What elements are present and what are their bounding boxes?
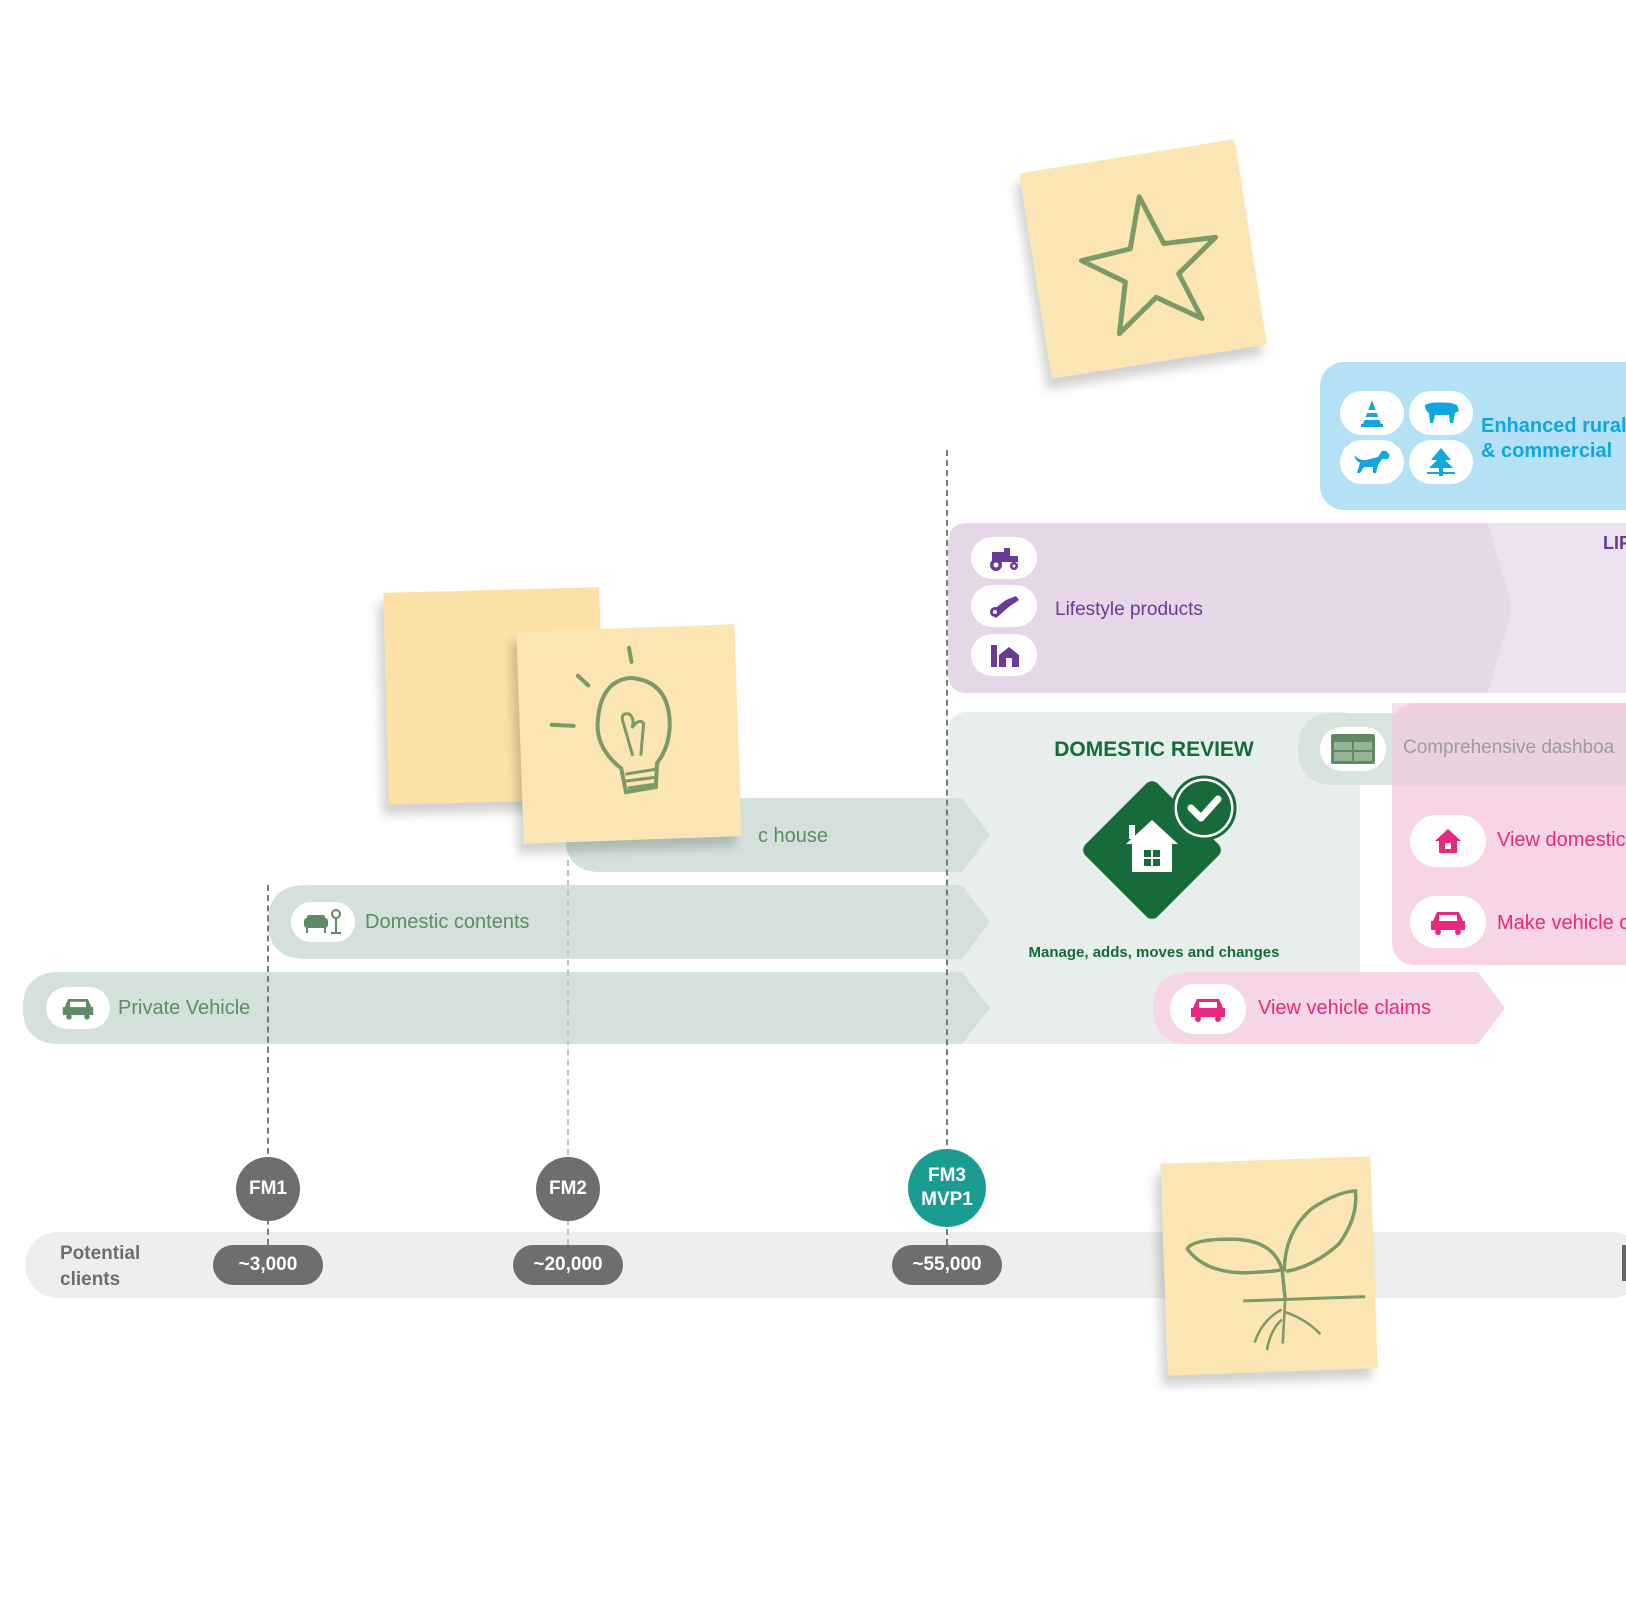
client-count-fm3: ~55,000	[892, 1245, 1002, 1285]
sofa-lamp-icon	[291, 902, 355, 942]
lightbulb-sticky-note	[516, 624, 742, 844]
domestic-review-house-icon	[1083, 775, 1237, 919]
domestic-review-caption: Manage, adds, moves and changes	[1028, 944, 1280, 961]
star-sketch	[1078, 194, 1219, 337]
rural-label-line2: & commercial	[1481, 440, 1613, 462]
dashboard-pink-overlay	[1392, 703, 1626, 785]
dog-icon	[1340, 440, 1404, 484]
cow-icon	[1409, 391, 1473, 435]
private-vehicle-label: Private Vehicle	[118, 997, 251, 1019]
lifestyle-products-label: Lifestyle products	[1055, 599, 1203, 620]
client-count-fm1: ~3,000	[213, 1245, 323, 1285]
fm2-timeline-line	[567, 860, 569, 1255]
private-vehicle-band	[23, 972, 990, 1044]
domestic-contents-label: Domestic contents	[365, 911, 530, 933]
domestic-contents-band	[268, 885, 990, 959]
view-vehicle-claims-band	[1153, 972, 1505, 1044]
make-vehicle-claim-label: Make vehicle c	[1497, 912, 1626, 934]
lifestyle-band	[948, 523, 1513, 693]
domestic-review-title: DOMESTIC REVIEW	[1054, 738, 1254, 761]
car-icon	[1170, 984, 1246, 1034]
house-icon	[1410, 815, 1486, 867]
lightbulb-sketch	[549, 645, 672, 795]
domestic-house-label: c house	[758, 825, 829, 847]
milestone-fm3-line1: FM3	[928, 1165, 966, 1186]
chainsaw-icon	[971, 585, 1037, 627]
potential-clients-line1: Potential	[60, 1243, 141, 1264]
potential-clients-label: Potential clients	[60, 1241, 140, 1293]
sprout-sticky-note	[1160, 1156, 1378, 1376]
client-count-fm2: ~20,000	[513, 1245, 623, 1285]
dashboard-icon	[1320, 727, 1386, 771]
potential-clients-line2: clients	[60, 1269, 121, 1290]
traffic-cone-icon	[1340, 391, 1404, 435]
sprout-sketch	[1185, 1189, 1366, 1351]
milestone-fm1: FM1	[236, 1157, 300, 1221]
barn-icon	[971, 634, 1037, 676]
rural-commercial-label: Enhanced rural & commercial	[1481, 414, 1626, 464]
lifestyle-band-next	[1488, 523, 1626, 693]
rural-label-line1: Enhanced rural	[1481, 415, 1626, 437]
tree-bench-icon	[1409, 440, 1473, 484]
view-domestic-label: View domestic	[1497, 829, 1626, 851]
comprehensive-dashboard-label: Comprehensive dashboa	[1403, 737, 1615, 758]
view-vehicle-claims-label: View vehicle claims	[1258, 997, 1432, 1019]
milestone-fm3-mvp1: FM3 MVP1	[908, 1149, 986, 1227]
car-icon	[46, 987, 110, 1029]
car-icon	[1410, 896, 1486, 948]
milestone-fm2: FM2	[536, 1157, 600, 1221]
milestone-fm3-line2: MVP1	[921, 1189, 973, 1210]
star-sticky-note	[1019, 139, 1267, 379]
tractor-icon	[971, 537, 1037, 579]
track-edge-mark	[1622, 1245, 1626, 1281]
fm1-timeline-line	[267, 885, 269, 1255]
lifestyle-next-label: LIF	[1603, 533, 1626, 553]
fm3-timeline-line	[946, 450, 948, 1255]
